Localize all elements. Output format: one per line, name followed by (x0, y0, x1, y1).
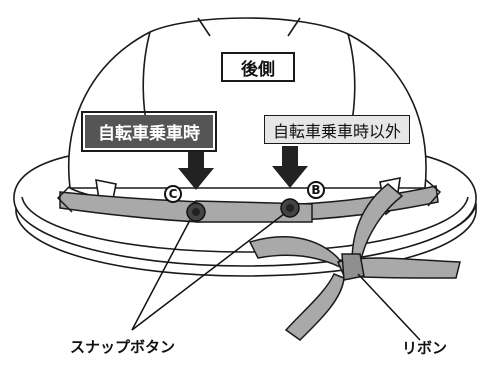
arrow-c (178, 150, 214, 190)
ribbon-label: リボン (402, 339, 448, 357)
marker-b: B (307, 181, 325, 199)
arrow-b (272, 146, 308, 188)
other-label: 自転車乗車時以外 (264, 115, 410, 144)
snap-button-c (186, 202, 206, 222)
marker-c: C (164, 185, 182, 203)
snap-button-b (280, 198, 300, 218)
bicycle-label: 自転車乗車時 (81, 111, 217, 152)
ribbon (248, 183, 461, 341)
snap-button-label: スナップボタン (70, 338, 176, 356)
rear-label: 後側 (221, 52, 295, 82)
leader-lines (131, 213, 421, 341)
